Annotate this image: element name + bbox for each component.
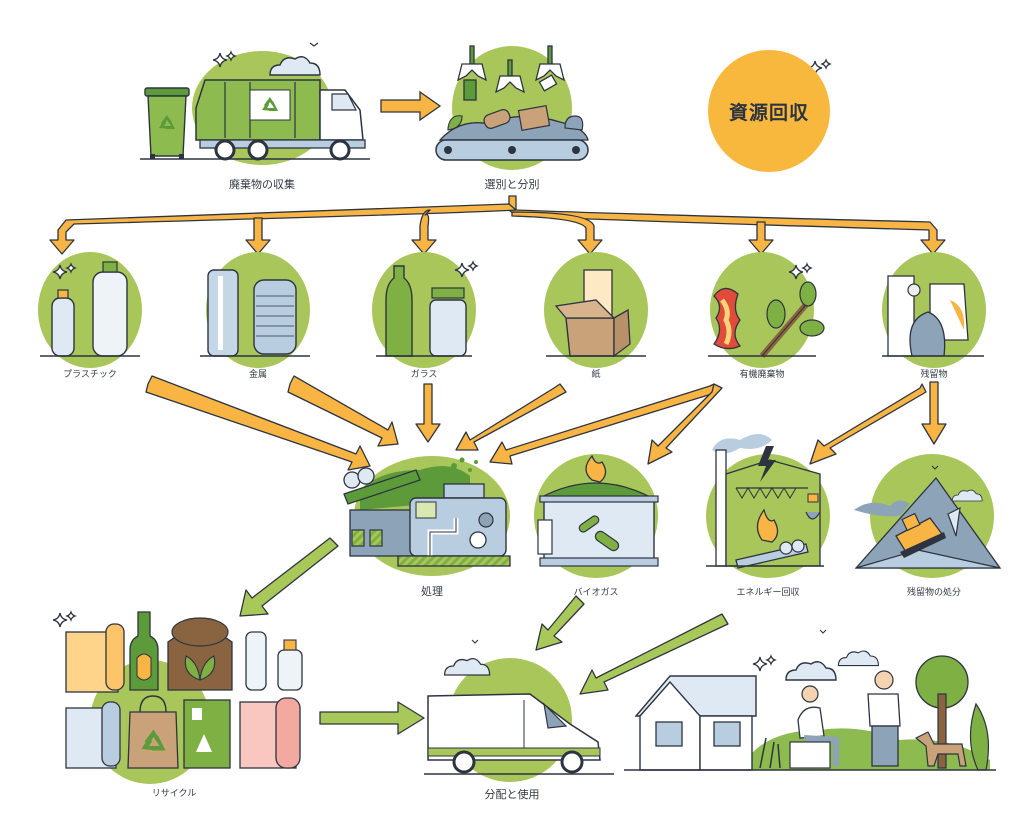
people-icon bbox=[789, 670, 901, 769]
output-arrows bbox=[239, 537, 729, 735]
label-paper: 紙 bbox=[591, 370, 601, 380]
robot-claw-icon bbox=[457, 45, 565, 101]
house-people-illustration bbox=[624, 629, 996, 771]
recycling-bin-icon bbox=[144, 87, 190, 159]
house-icon bbox=[634, 675, 757, 771]
label-organic: 有機廃棄物 bbox=[739, 370, 785, 380]
diagram-title: 資源回収 bbox=[728, 101, 809, 124]
label-recycling: リサイクル bbox=[151, 789, 197, 799]
label-plastic: プラスチック bbox=[63, 370, 117, 380]
process-residual-disposal bbox=[854, 454, 1002, 578]
label-biogas: バイオガス bbox=[573, 588, 619, 598]
label-glass: ガラス bbox=[410, 370, 438, 380]
category-paper bbox=[544, 252, 648, 368]
category-organic bbox=[708, 252, 825, 368]
bulldozer-icon bbox=[895, 506, 961, 558]
category-metal bbox=[200, 252, 310, 368]
label-sorting: 選別と分別 bbox=[484, 178, 540, 191]
arrow-collection-to-sorting bbox=[380, 90, 442, 122]
title-badge: 資源回収 bbox=[708, 50, 830, 172]
recycled-products-illustration bbox=[52, 611, 303, 784]
label-energy-recovery: エネルギー回収 bbox=[736, 588, 800, 598]
process-biogas bbox=[534, 454, 659, 578]
dog-icon bbox=[914, 731, 967, 767]
category-residual bbox=[882, 252, 986, 368]
label-distribution: 分配と使用 bbox=[484, 788, 540, 801]
label-collection: 廃棄物の収集 bbox=[229, 178, 295, 191]
category-plastic bbox=[38, 252, 142, 368]
category-glass bbox=[372, 252, 478, 368]
tree-icon bbox=[915, 655, 990, 771]
delivery-van-illustration bbox=[424, 639, 614, 782]
process-treatment bbox=[343, 456, 511, 576]
label-treatment: 処理 bbox=[421, 585, 443, 598]
garbage-truck-icon bbox=[195, 79, 366, 161]
branch-arrows bbox=[49, 195, 946, 255]
label-residual-disposal: 残留物の処分 bbox=[906, 588, 962, 598]
sorting-illustration bbox=[435, 45, 589, 170]
label-residual: 残留物 bbox=[920, 370, 948, 380]
process-energy-recovery bbox=[706, 434, 830, 578]
collection-illustration bbox=[140, 42, 370, 165]
label-metal: 金属 bbox=[248, 370, 268, 380]
category-to-process-arrows bbox=[145, 375, 947, 471]
